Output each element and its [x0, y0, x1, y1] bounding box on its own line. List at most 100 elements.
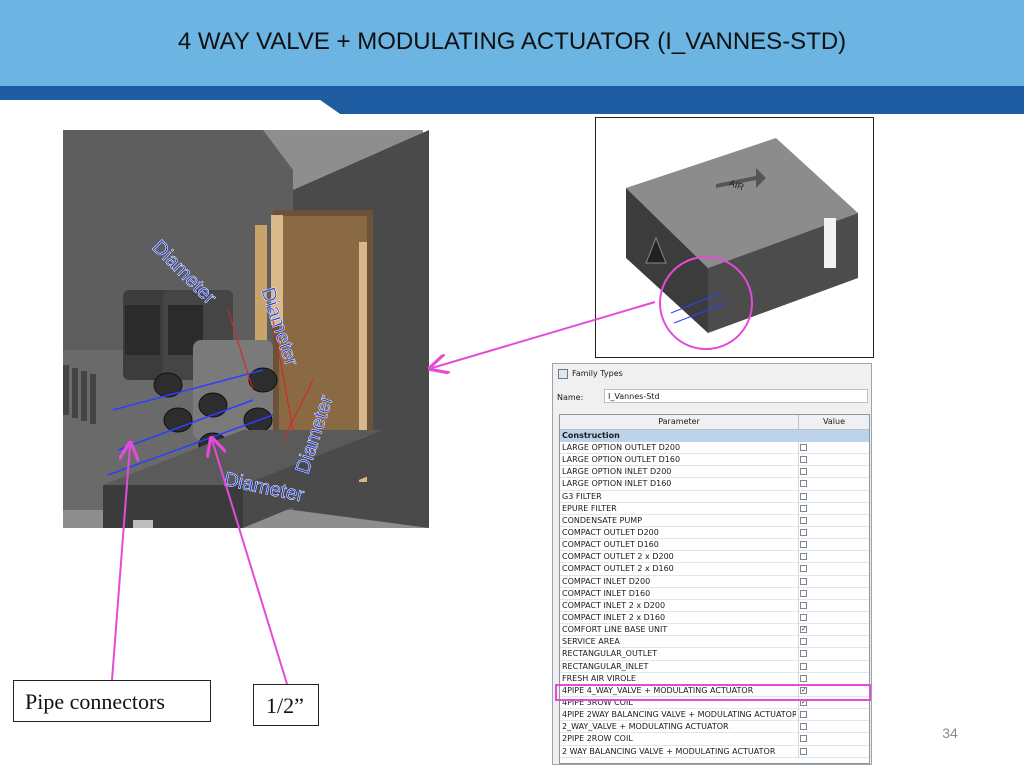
parameter-label: 2PIPE 2ROW COIL [562, 734, 633, 744]
column-divider [798, 636, 799, 649]
parameter-row[interactable]: COMPACT OUTLET 2 x D160 [560, 563, 869, 576]
parameter-row[interactable]: RECTANGULAR_INLET [560, 660, 869, 673]
parameter-row[interactable]: COMPACT INLET D200 [560, 575, 869, 588]
value-checkbox[interactable] [800, 492, 807, 500]
column-divider [798, 745, 799, 758]
column-header-value[interactable]: Value [823, 417, 845, 426]
value-checkbox[interactable] [800, 553, 807, 561]
parameter-row[interactable]: COMPACT INLET 2 x D200 [560, 599, 869, 612]
parameter-row[interactable]: EPURE FILTER [560, 502, 869, 515]
value-checkbox[interactable] [800, 711, 807, 719]
parameter-label: LARGE OPTION OUTLET D200 [562, 443, 681, 452]
parameter-row[interactable]: 4PIPE 4_WAY_VALVE + MODULATING ACTUATOR✓ [560, 684, 869, 697]
header-stripe [0, 86, 1024, 114]
parameter-row[interactable]: COMPACT INLET D160 [560, 587, 869, 600]
column-divider [798, 709, 799, 722]
value-checkbox[interactable] [800, 601, 807, 609]
value-checkbox[interactable]: ✓ [800, 685, 807, 694]
column-divider [798, 587, 799, 600]
slide-title: 4 WAY VALVE + MODULATING ACTUATOR (I_VAN… [177, 28, 847, 55]
value-checkbox[interactable] [800, 516, 807, 524]
parameter-row[interactable]: G3 FILTER [560, 490, 869, 503]
value-checkbox[interactable] [800, 565, 807, 573]
half-inch-callout: 1/2” [253, 684, 319, 726]
column-divider [798, 454, 799, 467]
column-divider [798, 514, 799, 527]
column-divider [798, 551, 799, 564]
valve-illustration: Diameter Diameter Diameter Diameter [63, 130, 429, 528]
value-checkbox[interactable] [800, 480, 807, 488]
parameter-label: CONDENSATE PUMP [562, 515, 643, 525]
family-types-dialog: Family Types Name: I_Vannes-Std Paramete… [552, 363, 872, 765]
value-checkbox[interactable] [800, 528, 807, 536]
parameter-label: COMPACT OUTLET 2 x D200 [562, 552, 674, 562]
parameter-row[interactable]: COMPACT OUTLET D160 [560, 539, 869, 552]
parameter-row[interactable]: COMFORT LINE BASE UNIT✓ [560, 624, 869, 637]
value-checkbox[interactable] [800, 589, 807, 597]
highlight-selected-row [555, 684, 871, 701]
parameter-label: 4PIPE 3ROW COIL [562, 697, 633, 707]
column-divider [798, 672, 799, 685]
parameter-label: G3 FILTER [562, 491, 602, 501]
value-checkbox[interactable] [800, 735, 807, 743]
air-label: AIR [728, 178, 746, 193]
column-divider [798, 478, 799, 491]
family-types-icon [558, 368, 568, 379]
parameter-label: RECTANGULAR_INLET [562, 661, 649, 671]
value-checkbox[interactable] [800, 577, 807, 585]
parameter-label: SERVICE AREA [562, 637, 620, 647]
value-checkbox[interactable] [800, 444, 807, 451]
parameter-label: RECTANGULAR_OUTLET [562, 649, 658, 659]
parameter-row[interactable]: 2PIPE 2ROW COIL [560, 733, 869, 746]
column-divider [798, 660, 799, 673]
value-checkbox[interactable]: ✓ [800, 625, 807, 634]
name-field[interactable]: I_Vannes-Std [604, 389, 868, 403]
parameter-row[interactable]: 2_WAY_VALVE + MODULATING ACTUATOR [560, 721, 869, 734]
value-checkbox[interactable] [800, 638, 807, 646]
column-divider [798, 575, 799, 588]
value-checkbox[interactable] [800, 504, 807, 512]
parameter-row[interactable]: LARGE OPTION OUTLET D160 [560, 454, 869, 467]
value-checkbox[interactable] [800, 747, 807, 755]
value-checkbox[interactable] [800, 674, 807, 682]
column-divider [798, 721, 799, 734]
column-divider [798, 563, 799, 576]
parameter-row[interactable]: COMPACT OUTLET D200 [560, 526, 869, 540]
parameter-label: COMPACT OUTLET 2 x D160 [562, 564, 674, 574]
parameter-row[interactable]: LARGE OPTION OUTLET D200 [560, 442, 869, 455]
parameter-row[interactable]: SERVICE AREA [560, 636, 869, 649]
parameter-row[interactable]: FRESH AIR VIROLE [560, 672, 869, 685]
grid-header: Parameter Value [560, 415, 869, 430]
column-divider [798, 696, 799, 709]
column-divider [798, 442, 799, 454]
column-divider [798, 684, 799, 697]
parameter-label: EPURE FILTER [562, 503, 617, 513]
value-checkbox[interactable] [800, 468, 807, 476]
parameter-row[interactable]: CONDENSATE PUMP [560, 514, 869, 527]
parameter-row[interactable]: 4PIPE 2WAY BALANCING VALVE + MODULATING … [560, 709, 869, 722]
value-checkbox[interactable] [800, 723, 807, 731]
parameter-row[interactable]: LARGE OPTION INLET D160 [560, 478, 869, 491]
parameter-row[interactable]: LARGE OPTION INLET D200 [560, 466, 869, 479]
parameter-label: COMPACT INLET D160 [562, 588, 651, 598]
unit-thumbnail: AIR [595, 117, 874, 358]
parameter-row[interactable]: COMPACT INLET 2 x D160 [560, 611, 869, 625]
parameter-row[interactable]: RECTANGULAR_OUTLET [560, 648, 869, 661]
value-checkbox[interactable] [800, 541, 807, 549]
parameter-row[interactable]: 2 WAY BALANCING VALVE + MODULATING ACTUA… [560, 745, 869, 758]
parameter-label: FRESH AIR VIROLE [562, 673, 636, 683]
value-checkbox[interactable] [800, 613, 807, 621]
parameter-label: 2_WAY_VALVE + MODULATING ACTUATOR [562, 722, 729, 732]
parameter-row[interactable]: COMPACT OUTLET 2 x D200 [560, 551, 869, 564]
parameter-label: LARGE OPTION INLET D200 [562, 467, 672, 477]
value-checkbox[interactable] [800, 662, 807, 670]
dialog-title: Family Types [558, 368, 623, 380]
value-checkbox[interactable] [800, 650, 807, 658]
value-checkbox[interactable] [800, 456, 807, 464]
parameter-label: LARGE OPTION INLET D160 [562, 479, 672, 489]
column-header-parameter[interactable]: Parameter [560, 415, 799, 429]
column-divider [798, 490, 799, 503]
group-construction[interactable]: Construction [560, 430, 869, 442]
header-band [0, 0, 1024, 86]
